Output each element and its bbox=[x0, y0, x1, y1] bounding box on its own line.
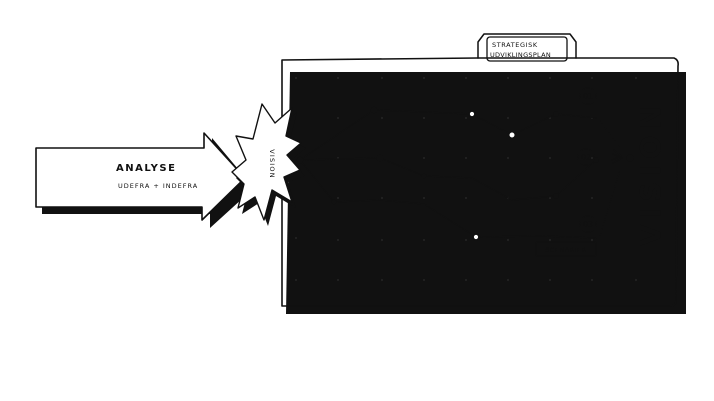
grid-dot bbox=[422, 238, 426, 242]
converging-arrows bbox=[597, 117, 623, 237]
grid-dot bbox=[464, 76, 468, 80]
grid-dot bbox=[548, 196, 552, 200]
grid-dot bbox=[380, 196, 384, 200]
grid-dot bbox=[422, 278, 426, 282]
grid-dot bbox=[336, 278, 340, 282]
grid-dot bbox=[336, 76, 340, 80]
grid-dot bbox=[464, 196, 468, 200]
grid-dot bbox=[422, 156, 426, 160]
folder-tab-line2: UDVIKLINGSPLAN bbox=[490, 51, 551, 59]
grid-dot bbox=[294, 278, 298, 282]
grid-dot bbox=[294, 236, 298, 240]
grid-dot bbox=[422, 76, 426, 80]
path-nodes bbox=[296, 106, 634, 241]
grid-dot bbox=[506, 238, 510, 242]
grid-dot bbox=[380, 238, 384, 242]
grid-dot bbox=[422, 116, 426, 120]
grid-dot bbox=[634, 278, 638, 282]
scenario-tag: SCENARIER bbox=[535, 241, 600, 259]
scenario-tag-label: SCENARIER bbox=[545, 246, 587, 254]
grid-dot bbox=[506, 76, 510, 80]
grid-dot bbox=[336, 116, 340, 120]
grid-dot bbox=[464, 238, 468, 242]
grid-dot bbox=[548, 76, 552, 80]
scenario-number-1: 01 bbox=[583, 92, 593, 101]
origin-node bbox=[296, 156, 304, 164]
grid-dot bbox=[590, 156, 594, 160]
grid-dot bbox=[506, 116, 510, 120]
grid-dot bbox=[380, 116, 384, 120]
scenario-badges: 01 02 03 bbox=[577, 87, 597, 233]
grid-dot bbox=[634, 76, 638, 80]
grid-dot bbox=[464, 116, 468, 120]
grid-dot bbox=[380, 278, 384, 282]
grid-dot bbox=[548, 238, 552, 242]
grid-dot bbox=[294, 76, 298, 80]
grid-dot bbox=[464, 156, 468, 160]
grid-dot bbox=[548, 278, 552, 282]
scenario-path-1 bbox=[299, 109, 597, 161]
vision-title: VISION bbox=[634, 100, 667, 246]
grid-dot bbox=[590, 278, 594, 282]
grid-dot bbox=[336, 196, 340, 200]
grid-dot bbox=[590, 238, 594, 242]
arrow-subtitle: UDEFRA + INDEFRA bbox=[118, 182, 198, 190]
analysis-arrow: ANALYSE UDEFRA + INDEFRA bbox=[35, 132, 254, 228]
grid-dot bbox=[548, 156, 552, 160]
grid-dot bbox=[590, 196, 594, 200]
grid-dot bbox=[506, 156, 510, 160]
grid-dot bbox=[422, 196, 426, 200]
folder-tab-line1: STRATEGISK bbox=[492, 41, 538, 49]
scenario-number-3: 03 bbox=[583, 220, 593, 229]
grid-dot bbox=[590, 76, 594, 80]
vision-burst: VISION bbox=[231, 103, 306, 226]
burst-label: VISION bbox=[268, 149, 276, 179]
grid-dot bbox=[464, 278, 468, 282]
grid-dot bbox=[380, 76, 384, 80]
grid-dot bbox=[506, 278, 510, 282]
grid-dot bbox=[336, 238, 340, 242]
strategic-plan-folder: STRATEGISK UDVIKLINGSPLAN bbox=[281, 33, 686, 314]
arrow-title: ANALYSE bbox=[116, 163, 176, 174]
scenario-number-2: 02 bbox=[581, 153, 591, 162]
dot-grid bbox=[294, 76, 638, 282]
